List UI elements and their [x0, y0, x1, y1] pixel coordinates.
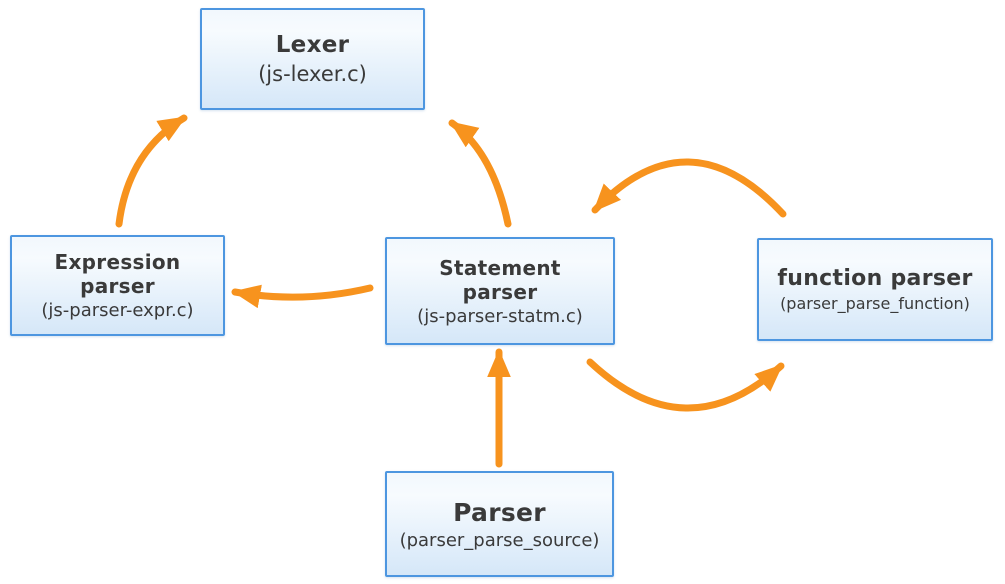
node-statement-parser-title: Statement parser — [439, 255, 561, 304]
node-lexer: Lexer (js-lexer.c) — [200, 8, 425, 110]
node-expression-parser-subtitle: (js-parser-expr.c) — [41, 300, 194, 321]
edge-expression-parser-to-lexer — [115, 114, 188, 228]
node-function-parser-subtitle: (parser_parse_function) — [780, 294, 970, 314]
node-parser-title: Parser — [453, 497, 546, 527]
node-expression-parser: Expression parser (js-parser-expr.c) — [10, 235, 225, 336]
node-parser-subtitle: (parser_parse_source) — [399, 529, 600, 551]
edge-function-parser-to-statement-parser — [591, 158, 787, 218]
node-statement-parser-subtitle: (js-parser-statm.c) — [417, 305, 583, 327]
node-statement-parser: Statement parser (js-parser-statm.c) — [385, 237, 615, 345]
node-parser: Parser (parser_parse_source) — [385, 471, 614, 577]
edge-statement-parser-to-function-parser — [586, 358, 785, 412]
node-function-parser-title: function parser — [777, 265, 973, 291]
node-lexer-subtitle: (js-lexer.c) — [258, 61, 367, 86]
edge-statement-parser-to-lexer — [448, 119, 512, 228]
node-expression-parser-title: Expression parser — [54, 250, 181, 298]
node-lexer-title: Lexer — [275, 32, 350, 59]
edge-statement-parser-to-expression-parser — [231, 284, 374, 309]
node-function-parser: function parser (parser_parse_function) — [757, 238, 993, 341]
